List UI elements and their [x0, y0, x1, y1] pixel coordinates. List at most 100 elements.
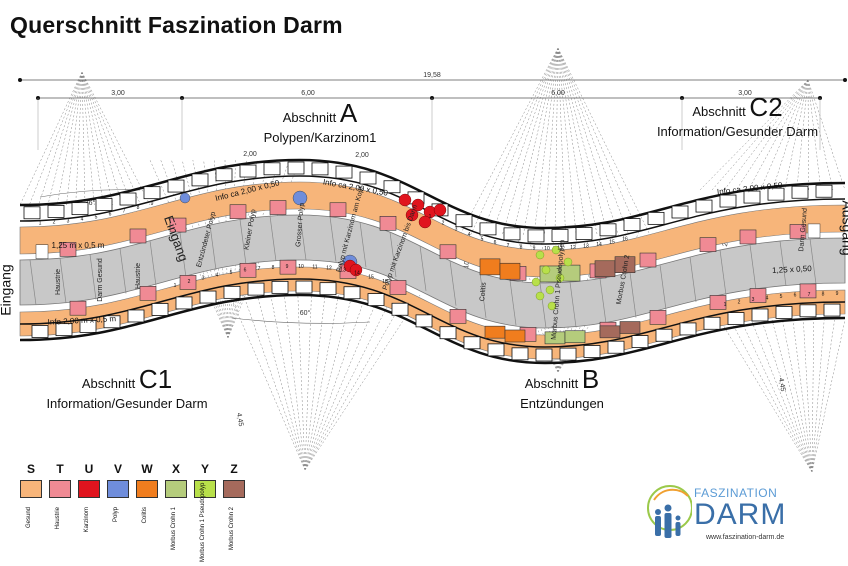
- fan-c1-bottom-ray: [270, 294, 306, 471]
- haustrie-block-top: [169, 217, 187, 233]
- fan-b-top-ray: [480, 47, 559, 236]
- number-top-right: 12: [570, 245, 576, 251]
- panel-divider: [269, 216, 277, 262]
- top-box: [671, 205, 689, 219]
- haustrie-block-bottom: [709, 295, 727, 310]
- fan-c2-bottom-ray: [803, 319, 813, 473]
- pathology-block-top: [614, 256, 636, 273]
- number-bottom-right: 5: [780, 294, 783, 300]
- legend-code: U: [84, 462, 94, 476]
- top-box: [695, 199, 713, 213]
- dim-label: 19,58: [423, 72, 441, 79]
- pathology-markers: [179, 190, 573, 311]
- number-top-left: 9: [151, 201, 154, 207]
- number-bottom-right: 1: [724, 302, 727, 308]
- fan-b-top-ray: [557, 47, 587, 236]
- dim-label: 60°: [300, 309, 311, 317]
- panel-divider: [119, 248, 127, 294]
- fan-c1-bottom-ray: [304, 294, 312, 471]
- bottom-box: [559, 347, 577, 361]
- section-c2-letter: C2: [749, 92, 783, 122]
- legend-code: Y: [200, 462, 209, 476]
- haustrie-block-bottom: [279, 259, 297, 275]
- number-bottom-right: 9: [836, 291, 839, 297]
- haustrie-block-bottom: [239, 262, 257, 278]
- number-top-left: 7: [123, 208, 126, 214]
- pseudopolyp-dot: [545, 285, 555, 295]
- fan-c1-top-ray: [81, 71, 141, 206]
- fan-c2-top-ray: [807, 79, 846, 191]
- number-top-left: 5: [95, 214, 98, 220]
- panel-divider: [719, 249, 727, 296]
- panel-divider: [209, 225, 217, 271]
- bottom-box: [775, 306, 793, 319]
- number-top-right: 13: [583, 244, 589, 250]
- legend-swatch: [136, 480, 158, 498]
- fan-c1-bottom-ray: [304, 294, 339, 471]
- haustrie-block-bottom: [749, 288, 767, 303]
- pathology-block-bottom: [484, 325, 506, 339]
- fan-a-bottom-ray: [181, 159, 229, 339]
- top-box: [455, 214, 473, 228]
- top-box: [815, 184, 833, 198]
- pathology-block-top: [499, 262, 521, 280]
- fan-c1-top-ray: [56, 71, 83, 206]
- number-bottom-left: 9: [286, 264, 289, 270]
- legend-swatch: [107, 480, 129, 498]
- bottom-box: [247, 282, 265, 296]
- top-box: [743, 190, 761, 204]
- bottom-box: [655, 328, 673, 342]
- info-bottom-left: Info 2,00 m x 0,5 m: [47, 314, 116, 327]
- panel-divider: [539, 282, 547, 328]
- panel-divider: [329, 216, 337, 262]
- fan-c1-bottom-ray: [304, 294, 421, 471]
- haustrie-block-top: [699, 237, 717, 252]
- number-top-right: 10: [544, 246, 550, 252]
- fan-b-top-ray: [512, 47, 559, 236]
- bottom-box: [487, 343, 505, 357]
- bottom-box: [511, 347, 529, 361]
- pseudopolyp-dot: [535, 291, 545, 301]
- fan-c2-bottom-ray: [792, 319, 813, 473]
- haustrie-block-top: [59, 242, 77, 257]
- logo-line2: DARM: [694, 498, 787, 531]
- bottom-box: [751, 308, 769, 322]
- bottom-box: [823, 303, 841, 317]
- section-a-subtitle: Polypen/Karzinom1: [263, 130, 377, 145]
- fan-b-top-ray: [557, 47, 651, 236]
- fan-c2-top-ray: [784, 79, 809, 191]
- section-b-prefix: Abschnitt: [524, 376, 579, 391]
- fan-c1-bottom-ray: [304, 294, 366, 471]
- polyp-dot: [292, 190, 308, 206]
- family-icon: [647, 485, 692, 538]
- legend-code: S: [26, 462, 35, 476]
- pseudopolyp-dot: [541, 265, 551, 275]
- dim-label: 3,00: [111, 90, 125, 97]
- top-box: [239, 164, 257, 178]
- top-wall: [19, 181, 846, 278]
- fan-c2-bottom-ray: [761, 319, 813, 473]
- top-box: [215, 168, 233, 182]
- haustrie-block-top: [269, 200, 287, 215]
- haustrie-block-bottom: [649, 310, 667, 325]
- top-box: [95, 198, 113, 211]
- carcinoma-dot: [405, 208, 419, 222]
- section-c1-prefix: Abschnitt: [81, 376, 136, 391]
- top-box: [23, 206, 41, 220]
- page-title: Querschnitt Faszination Darm: [10, 12, 343, 38]
- fan-b-top-ray: [501, 47, 559, 236]
- fan-c2-bottom-ray: [719, 319, 813, 473]
- panel-divider: [239, 219, 247, 265]
- fan-c2-top-ray: [807, 79, 822, 191]
- legend-swatch: [20, 480, 42, 498]
- bottom-box: [607, 340, 625, 354]
- dim-label: 4,45: [777, 377, 786, 392]
- dim-label: 3,00: [738, 90, 752, 97]
- pathology-block-bottom: [599, 325, 621, 339]
- haustrie-block-bottom: [179, 275, 197, 290]
- pseudopolyp-dot: [563, 257, 573, 267]
- fan-c1-top-ray: [47, 71, 83, 206]
